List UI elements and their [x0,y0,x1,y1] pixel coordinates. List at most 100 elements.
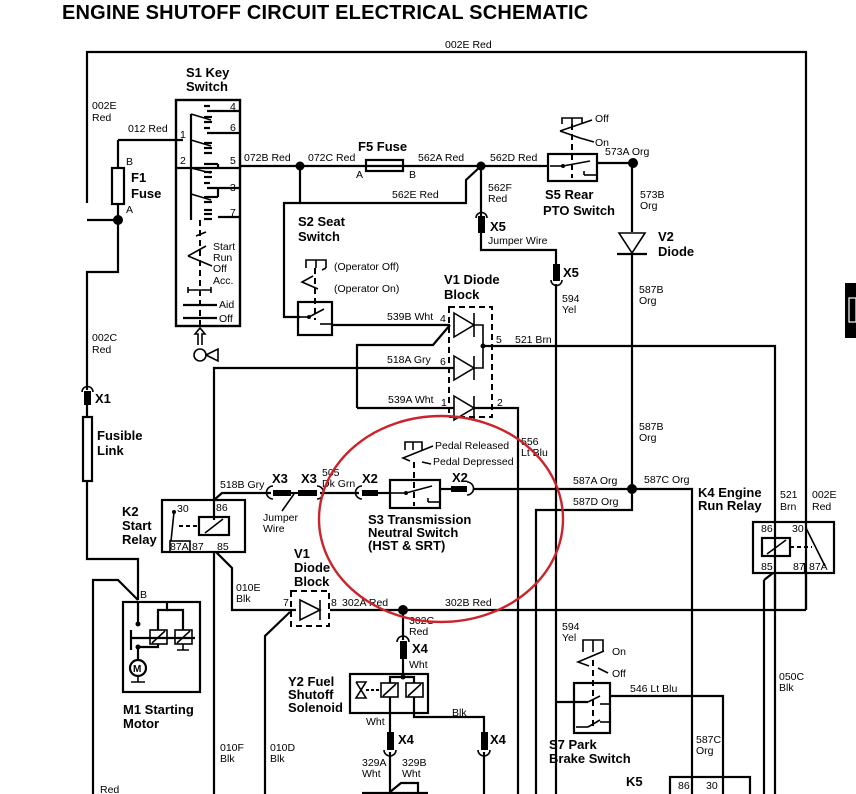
v1-pin-1: 1 [441,397,447,409]
connector-x5b-label: X5 [563,265,579,280]
k4-pin-85: 85 [761,561,773,573]
wire-label-562f: 562F [488,182,512,194]
k2-label-2: Start [122,518,152,533]
s7-state-off: Off [612,668,626,680]
y2-label-2: Shutoff [288,687,334,702]
wire-label-010d-color: Blk [270,753,285,765]
connector-x4b [387,732,394,750]
k2-start-relay: K2 Start Relay 30 86 87A 87 85 518B Gry … [122,479,296,794]
k2-pin-86: 86 [216,502,228,514]
wire-587: 587A Org 587C Org 587D Org [534,474,694,794]
wire-label-587a: 587A Org [573,475,618,487]
s7-label-2: Brake Switch [549,751,631,766]
connector-x3b [298,490,317,496]
f1-label: F1 [131,170,146,185]
f1-fuse: 012 Red B A F1 Fuse 002C Red [85,123,183,390]
schematic-title: ENGINE SHUTOFF CIRCUIT ELECTRICAL SCHEMA… [62,2,589,24]
fusible-link-symbol [81,415,94,483]
k4-pin-30: 30 [792,523,804,535]
s5-state-off: Off [595,113,609,125]
x5-jumper: X5 Jumper Wire X5 594 Yel [475,211,580,794]
s2-seat-switch: S2 Seat Switch (Operator Off) (Operator … [282,201,450,337]
k2-label: K2 [122,504,139,519]
wire-label-539b: 539B Wht [387,311,433,323]
wire-label-587d: 587D Org [573,496,619,508]
v1b-label: V1 [294,546,310,561]
jumper-wire-2-label-2: Wire [263,523,285,535]
f5-label: F5 Fuse [358,139,407,154]
wire-label-562a: 562A Red [418,152,464,164]
f5-pin-a: A [356,169,363,181]
s3-transmission-neutral-switch: X2 Pedal Released Pedal Depressed X2 S3 … [354,440,632,553]
s3-state-depressed: Pedal Depressed [433,456,514,468]
connector-x3b-label: X3 [301,471,317,486]
f1-pin-b: B [126,156,133,168]
wire-label-329b-color: Wht [402,768,421,780]
s1-label-2: Switch [186,79,228,94]
v1-pin-6: 6 [440,356,446,368]
wire-002e-top: 002E Red 002E Red [85,39,808,610]
s3-label-2: Neutral Switch [368,525,458,540]
wire-label-red-bottom: Red [100,784,119,794]
wire-label-050c-color: Blk [779,682,794,694]
wire-label-002c-color: Red [92,344,111,356]
wire-072-562: 072B Red 072C Red F5 Fuse A B 562A Red 5… [240,139,543,216]
s5-label-2: PTO Switch [543,203,615,218]
s1-pos-off: Off [213,263,227,275]
wire-label-302c-color: Red [409,626,428,638]
k4-label-2: Run Relay [698,498,762,513]
wire-label-546: 546 Lt Blu [630,683,677,695]
v1-pin-4: 4 [440,313,446,325]
v1b-pin-7: 7 [283,597,289,609]
k4-label: K4 Engine [698,485,762,500]
wire-label-521-right: 521 [780,489,798,501]
jumper-wire-label: Jumper Wire [488,235,548,247]
wire-label-587c-bottom-color: Org [696,745,714,757]
f1-label-2: Fuse [131,186,161,201]
v1-diode-block-top: V1 Diode Block 4 6 1 5 2 518A Gry 539A W… [212,272,777,794]
connector-x4-label: X4 [412,641,429,656]
s1-key-switch: S1 Key Switch 4 6 1 2 5 3 7 [174,65,242,363]
connector-x2b-label: X2 [452,470,468,485]
f5-fuse-symbol [364,158,405,173]
v1b-label-2: Diode [294,560,330,575]
m1-label-2: Motor [123,716,159,731]
s1-pos-start: Start [213,241,235,253]
connector-x4c-label: X4 [490,732,507,747]
x3-jumper: X3 X3 Jumper Wire 505 Dk Grn [263,467,359,535]
wire-label-587b-2-color: Org [639,432,657,444]
wire-label-072c: 072C Red [308,152,355,164]
highlight-circle [317,414,565,624]
v2-label: V2 [658,229,674,244]
wire-label-010f: 010F [220,742,244,754]
s7-state-on: On [612,646,626,658]
s1-label: S1 Key [186,65,230,80]
wire-label-518a: 518A Gry [387,354,432,366]
s2-state-on: (Operator On) [334,283,399,295]
v1b-pin-8: 8 [331,597,337,609]
connector-x3-label: X3 [272,471,288,486]
fusible-link-label-2: Link [97,443,124,458]
s2-label: S2 Seat [298,214,346,229]
s1-pin-7: 7 [230,207,236,219]
wire-label-002c: 002C [92,332,118,344]
wire-label-521: 521 Brn [515,334,552,346]
side-tab [845,283,856,338]
s3-state-released: Pedal Released [435,440,509,452]
m1-starting-motor: B M M1 Starting Motor Red [91,578,202,794]
m1-symbol: M [133,664,141,675]
wire-label-002e-left-color: Red [92,112,111,124]
wire-label-594-bottom-color: Yel [562,632,576,644]
k4-pin-87: 87 [793,561,805,573]
connector-x5 [478,216,485,233]
wire-label-002e-left: 002E [92,100,117,112]
s1-pin-1: 1 [180,129,186,141]
wire-label-072b: 072B Red [244,152,291,164]
wire-label-518b: 518B Gry [220,479,265,491]
wire-label-594: 594 [562,293,580,305]
k5-label: K5 [626,774,643,789]
wire-label-012: 012 Red [128,123,168,135]
k5-pin-86: 86 [678,780,690,792]
v2-label-2: Diode [658,244,694,259]
